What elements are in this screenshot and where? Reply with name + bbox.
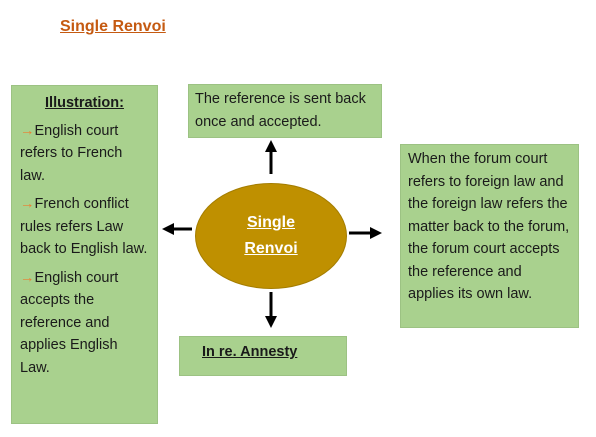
bottom-box: In re. Annesty — [179, 336, 347, 376]
illustration-box: Illustration: →English court refers to F… — [11, 85, 158, 424]
right-arrow-icon: → — [20, 196, 35, 212]
right-arrow-icon: → — [20, 122, 35, 139]
top-box: The reference is sent back once and acce… — [188, 84, 382, 138]
center-ellipse: Single Renvoi — [195, 183, 347, 289]
illustration-item-text: English court accepts the reference and … — [20, 269, 119, 376]
top-box-text: The reference is sent back once and acce… — [195, 91, 366, 130]
diagram-title: Single Renvoi — [60, 18, 166, 35]
illustration-item-3: →English court accepts the reference and… — [20, 267, 149, 380]
illustration-item-text: French conflict rules refers Law back to… — [20, 196, 148, 257]
right-arrow-icon: → — [20, 269, 35, 286]
illustration-heading: Illustration: — [45, 95, 124, 111]
illustration-item-text: English court refers to French law. — [20, 122, 123, 184]
center-label-line2: Renvoi — [244, 240, 298, 257]
illustration-item-2: →French conflict rules refers Law back t… — [20, 193, 149, 261]
illustration-item-1: →English court refers to French law. — [20, 120, 149, 188]
right-box: When the forum court refers to foreign l… — [400, 144, 579, 328]
bottom-box-text: In re. Annesty — [202, 344, 298, 360]
right-box-text: When the forum court refers to foreign l… — [408, 151, 570, 302]
center-label-line1: Single — [246, 214, 295, 231]
